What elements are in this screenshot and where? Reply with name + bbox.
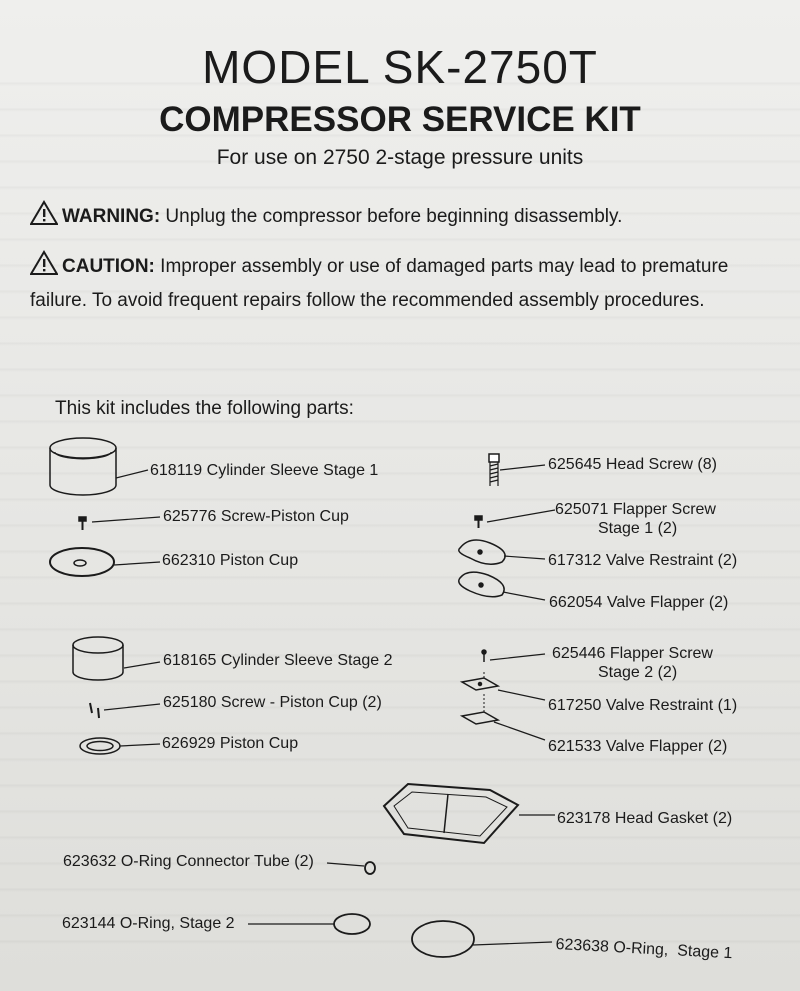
caution-text: Improper assembly or use of damaged part… [30, 256, 729, 311]
part-label-625645: 625645 Head Screw (8) [548, 456, 717, 473]
valve-restraint-617250-drawing [459, 677, 501, 691]
warning-text: Unplug the compressor before beginning d… [160, 206, 623, 227]
o-ring-stage1-drawing [411, 920, 475, 958]
part-label-618119: 618119 Cylinder Sleeve Stage 1 [150, 462, 379, 479]
screw-piston-cup-2-drawing [89, 702, 100, 719]
model-title: MODEL SK-2750T [202, 41, 598, 93]
head-gasket-drawing [382, 782, 520, 845]
o-ring-stage2-drawing [333, 913, 371, 935]
flapper-screw-stage2-drawing [481, 649, 487, 662]
part-label-625446-line2: Stage 2 (2) [598, 664, 678, 681]
warning-label: WARNING: [62, 206, 161, 227]
part-label-617312: 617312 Valve Restraint (2) [548, 552, 738, 569]
valve-restraint-617312-drawing [458, 539, 506, 565]
flapper-screw-stage1-drawing [474, 515, 483, 528]
valve-flapper-621533-drawing [459, 711, 501, 725]
part-label-625776: 625776 Screw-Piston Cup [163, 508, 349, 525]
part-label-621533: 621533 Valve Flapper (2) [548, 738, 728, 755]
part-label-623632: 623632 O-Ring Connector Tube (2) [63, 853, 314, 870]
part-label-623144: 623144 O-Ring, Stage 2 [62, 915, 235, 932]
part-label-625446: 625446 Flapper Screw [552, 645, 713, 662]
piston-cup-626929-drawing [79, 737, 121, 755]
caution-notice: CAUTION: Improper assembly or use of dam… [29, 250, 790, 316]
part-label-625180: 625180 Screw - Piston Cup (2) [163, 694, 382, 711]
caution-triangle-icon [29, 250, 59, 286]
piston-cup-662310-drawing [49, 547, 115, 577]
includes-heading: This kit includes the following parts: [55, 398, 354, 419]
part-label-618165: 618165 Cylinder Sleeve Stage 2 [163, 652, 393, 669]
screw-piston-cup-drawing [78, 516, 87, 530]
warning-notice: WARNING: Unplug the compressor before be… [29, 200, 623, 232]
cylinder-sleeve-stage1-drawing [49, 437, 117, 496]
valve-flapper-662054-drawing [458, 571, 505, 598]
warning-triangle-icon [29, 200, 59, 232]
kit-title: COMPRESSOR SERVICE KIT [159, 100, 641, 139]
caution-label: CAUTION: [62, 256, 155, 277]
part-label-662054: 662054 Valve Flapper (2) [549, 594, 729, 611]
part-label-617250: 617250 Valve Restraint (1) [548, 697, 738, 714]
o-ring-connector-tube-drawing [364, 861, 376, 875]
part-label-626929: 626929 Piston Cup [162, 735, 299, 752]
bleed-through-lines [0, 60, 800, 960]
subtitle: For use on 2750 2-stage pressure units [216, 146, 584, 169]
cylinder-sleeve-stage2-drawing [72, 636, 124, 681]
part-label-625071-line2: Stage 1 (2) [598, 520, 678, 537]
part-label-625071: 625071 Flapper Screw [555, 501, 716, 518]
head-screw-drawing [488, 453, 500, 486]
part-label-662310: 662310 Piston Cup [162, 552, 299, 569]
part-label-623178: 623178 Head Gasket (2) [557, 810, 733, 827]
